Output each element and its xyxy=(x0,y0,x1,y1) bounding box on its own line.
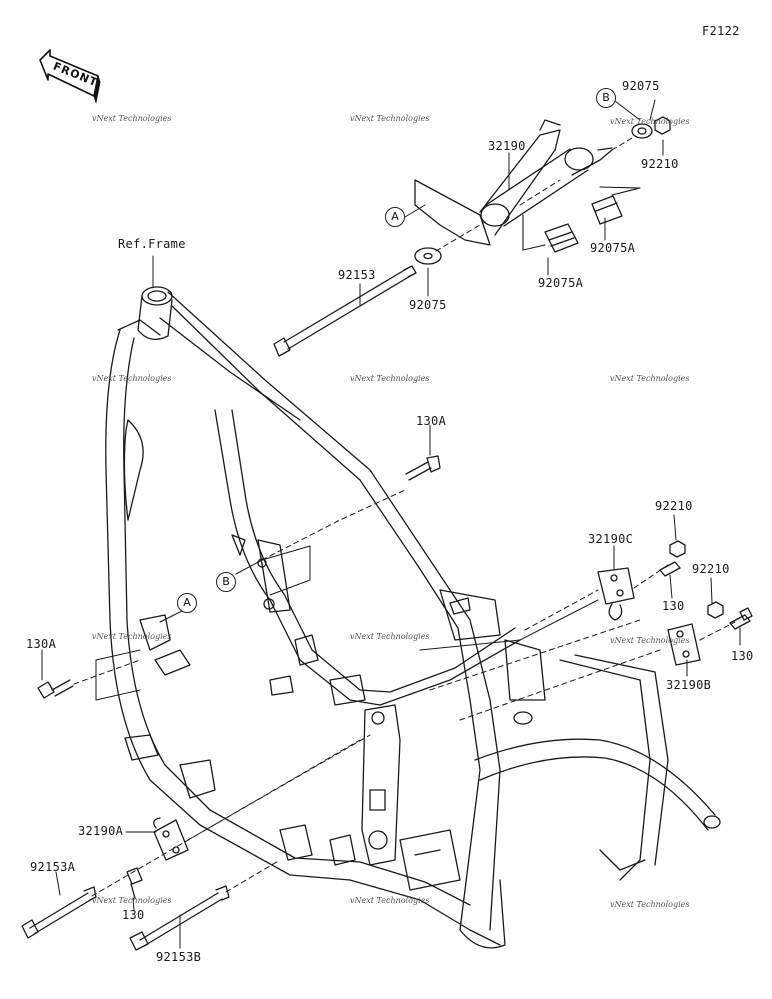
bolt-130-right-1 xyxy=(659,561,681,577)
motorcycle-frame xyxy=(105,286,721,949)
bracket-32190A xyxy=(153,817,189,861)
bolt-92153 xyxy=(273,265,417,357)
upper-mount-bracket-32190 xyxy=(414,119,613,246)
part-label-130-r1: 130 xyxy=(662,599,685,613)
bolt-130-right-2 xyxy=(729,607,753,630)
callout-a-frame: A xyxy=(177,593,197,613)
watermark: vNext Technologies xyxy=(92,632,172,641)
part-label-92153B: 92153B xyxy=(156,950,202,964)
rubber-bush-92075A-left xyxy=(544,223,579,253)
part-label-92210-r2: 92210 xyxy=(692,562,730,576)
part-label-92210-r1: 92210 xyxy=(655,499,693,513)
part-label-32190: 32190 xyxy=(488,139,526,153)
figure-code: F2122 xyxy=(702,24,740,38)
part-label-92153A: 92153A xyxy=(30,860,76,874)
watermark: vNext Technologies xyxy=(610,117,690,126)
callout-a-top: A xyxy=(385,207,405,227)
part-label-92075A-left: 92075A xyxy=(538,276,584,290)
bolt-130-bottom xyxy=(126,867,143,899)
ref-frame-label: Ref.Frame xyxy=(118,237,186,251)
nut-92210-top xyxy=(654,116,671,135)
part-label-130A-left: 130A xyxy=(26,637,57,651)
callout-b-top: B xyxy=(596,88,616,108)
bracket-32190C xyxy=(597,567,635,621)
watermark: vNext Technologies xyxy=(350,114,430,123)
part-label-32190B: 32190B xyxy=(666,678,712,692)
part-label-92075-mid: 92075 xyxy=(409,298,447,312)
part-label-32190C: 32190C xyxy=(588,532,634,546)
watermark: vNext Technologies xyxy=(610,900,690,909)
bracket-32190B xyxy=(667,623,701,666)
washer-92075-mid xyxy=(414,247,442,265)
bolt-130A-top xyxy=(405,455,441,481)
watermark: vNext Technologies xyxy=(610,374,690,383)
front-direction-arrow: FRONT xyxy=(36,48,102,104)
nut-92210-right-1 xyxy=(669,540,686,558)
part-label-92210-top: 92210 xyxy=(641,157,679,171)
bolt-130A-left xyxy=(37,679,74,699)
watermark: vNext Technologies xyxy=(350,896,430,905)
watermark: vNext Technologies xyxy=(92,114,172,123)
watermark: vNext Technologies xyxy=(92,374,172,383)
washer-92075-top xyxy=(631,123,653,139)
part-label-92075-top: 92075 xyxy=(622,79,660,93)
watermark: vNext Technologies xyxy=(610,636,690,645)
part-label-130-bottom: 130 xyxy=(122,908,145,922)
bolt-92153A xyxy=(21,886,97,939)
callout-b-frame: B xyxy=(216,572,236,592)
watermark: vNext Technologies xyxy=(350,374,430,383)
part-label-130-r2: 130 xyxy=(731,649,754,663)
part-label-92153: 92153 xyxy=(338,268,376,282)
part-label-32190A: 32190A xyxy=(78,824,124,838)
watermark: vNext Technologies xyxy=(350,632,430,641)
bolt-92153B xyxy=(129,885,230,951)
part-label-92075A-right: 92075A xyxy=(590,241,636,255)
rubber-bush-92075A-right xyxy=(591,195,623,225)
watermark: vNext Technologies xyxy=(92,896,172,905)
nut-92210-right-2 xyxy=(707,601,724,619)
arrow-icon xyxy=(39,49,101,104)
part-label-130A-top: 130A xyxy=(416,414,447,428)
